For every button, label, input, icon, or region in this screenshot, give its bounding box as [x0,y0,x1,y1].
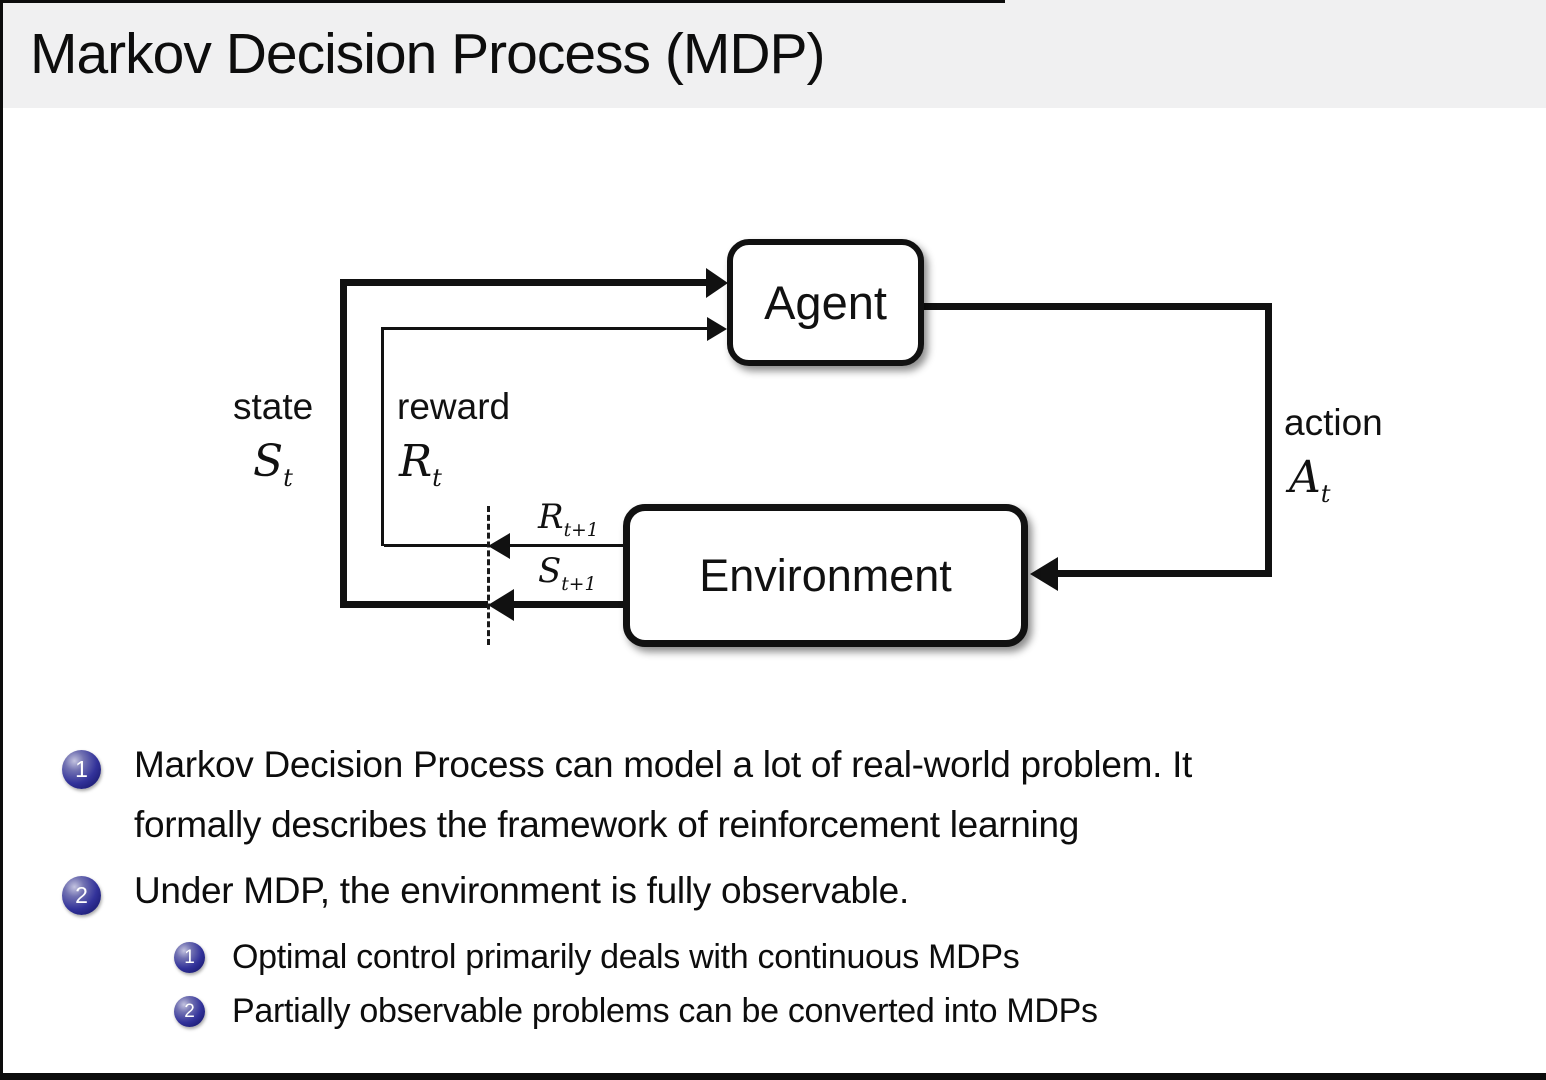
enumerate-subball-2-icon: 2 [174,996,205,1027]
next-reward-arrowhead-icon [488,533,510,559]
enumerate-ball-1-icon: 1 [62,750,101,789]
action-arrowhead-icon [1030,557,1058,591]
time-step-dashed-line [487,506,490,645]
reward-line-vertical [381,327,384,546]
action-symbol: At [1289,452,1331,508]
state-line-bottom-left [340,601,488,608]
page-title: Markov Decision Process (MDP) [30,22,825,86]
sub-bullet-2-text: Partially observable problems can be con… [232,992,1098,1030]
state-line-top [340,279,712,286]
environment-node: Environment [623,504,1028,647]
bullet-1-line-1: Markov Decision Process can model a lot … [134,744,1193,785]
agent-node-label: Agent [764,276,887,329]
next-state-arrowhead-icon [488,589,514,621]
bullet-2-text: Under MDP, the environment is fully obse… [134,870,909,911]
state-label: state [233,386,314,427]
reward-line-top [381,327,711,330]
top-edge-line [0,0,1005,3]
state-arrowhead-icon [706,268,728,298]
environment-node-label: Environment [699,549,952,601]
enumerate-subball-1-icon: 1 [174,942,205,973]
next-state-symbol: St+1 [538,551,597,595]
reward-line-bottom-right [508,544,624,547]
action-line-bottom [1056,570,1272,577]
state-line-left [340,279,347,608]
state-symbol: St [253,436,293,492]
enumerate-ball-2-icon: 2 [62,876,101,915]
action-label: action [1284,402,1383,443]
bottom-edge-bar [0,1073,1546,1080]
reward-arrowhead-icon [707,317,727,341]
action-line-vertical [1265,303,1272,577]
agent-node: Agent [727,239,924,366]
bullet-1-line-2: formally describes the framework of rein… [134,804,1079,845]
action-line-top [924,303,1272,310]
reward-label: reward [397,386,511,427]
next-reward-symbol: Rt+1 [538,497,599,541]
slide-title-band: Markov Decision Process (MDP) [0,0,1546,108]
reward-line-bottom-left [384,544,488,547]
reward-symbol: Rt [399,436,442,492]
sub-bullet-1-text: Optimal control primarily deals with con… [232,938,1020,976]
state-line-bottom-right [512,601,624,608]
left-edge-line [0,0,3,1080]
